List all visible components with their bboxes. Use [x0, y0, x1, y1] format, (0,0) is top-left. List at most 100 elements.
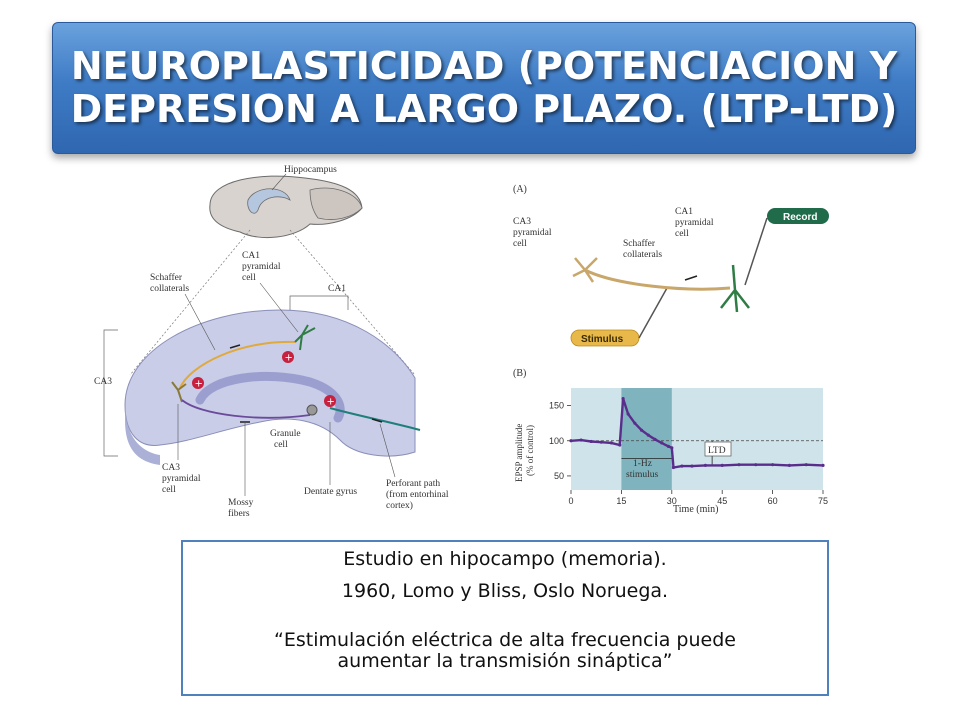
- chart-data-point: [680, 464, 684, 468]
- record-electrode: [744, 217, 768, 286]
- chart-xtick-label: 45: [717, 496, 727, 506]
- label-schaffer-2: collaterals: [150, 284, 189, 294]
- stim-label-2: stimulus: [626, 470, 659, 480]
- title-line-2: DEPRESION A LARGO PLAZO. (LTP-LTD): [70, 87, 898, 131]
- pointer-perforant: [379, 423, 396, 478]
- chart-data-point: [618, 443, 622, 447]
- content-text-box: Estudio en hipocampo (memoria). 1960, Lo…: [181, 540, 829, 696]
- chart-data-point: [804, 463, 808, 467]
- label-ca3-pyr-1: CA3: [162, 463, 180, 473]
- chart-ytick-label: 50: [554, 471, 564, 481]
- chart-data-point: [771, 463, 775, 467]
- plus-sign-2: +: [195, 379, 203, 390]
- chart-data-point: [621, 396, 625, 401]
- chart-data-point: [626, 412, 630, 416]
- brain-hippocampus: [247, 188, 291, 214]
- chart-data-point: [754, 463, 758, 467]
- label-ca1: CA1: [328, 284, 346, 294]
- chart-xtick-label: 30: [667, 496, 677, 506]
- chart-ylabel-2: (% of control): [525, 425, 535, 476]
- chart-data-point: [589, 439, 593, 444]
- stimulus-electrode: [638, 287, 668, 339]
- record-badge: [767, 208, 829, 224]
- label-ca1-pyr-3: cell: [242, 273, 256, 283]
- schaffer-arrow: [229, 344, 241, 349]
- panel-a-label: (A): [513, 184, 527, 195]
- label-schaffer-a-2: collaterals: [623, 250, 662, 260]
- pointer-schaffer: [184, 293, 216, 351]
- label-perforant-2: (from entorhinal: [386, 489, 449, 500]
- label-ca3-pyr-2: pyramidal: [162, 474, 201, 484]
- label-mossy-1: Mossy: [228, 498, 254, 508]
- label-perforant-3: cortex): [386, 500, 413, 511]
- chart-data-point: [639, 428, 644, 432]
- plus-sign-3: +: [327, 397, 335, 408]
- chart-xtick-label: 15: [616, 496, 626, 506]
- schaffer-collateral-path: [179, 340, 296, 389]
- label-perforant-1: Perforant path: [386, 478, 440, 489]
- label-schaffer-1: Schaffer: [150, 272, 183, 283]
- quote-text: “Estimulación eléctrica de alta frecuenc…: [274, 629, 736, 672]
- ca1-pyramidal-neuron: [294, 324, 316, 351]
- granule-cell: [306, 404, 318, 416]
- ca3-synapse-plus: [192, 377, 204, 389]
- chart-data-point: [646, 433, 650, 437]
- chart-data-point: [609, 441, 613, 445]
- chart-xtick-label: 75: [818, 496, 828, 506]
- label-ca1-3: cell: [675, 229, 689, 239]
- label-hippocampus: Hippocampus: [284, 165, 337, 175]
- chart-xtick-label: 0: [568, 496, 573, 506]
- chart-plot-area: [571, 388, 823, 490]
- chart-data-point: [569, 439, 573, 443]
- label-ca1-pyr-2: pyramidal: [242, 262, 281, 272]
- pointer-hippocampus: [271, 173, 287, 191]
- chart-data-point: [666, 444, 671, 448]
- title-line-1: NEUROPLASTICIDAD (POTENCIACION Y: [70, 44, 898, 89]
- chart-data-point: [787, 463, 791, 467]
- label-ca1-1: CA1: [675, 207, 693, 217]
- ltd-label-box: [704, 441, 732, 457]
- granule-synapse-plus: [324, 395, 336, 407]
- chart-ytick-label: 100: [549, 436, 564, 446]
- chart-stimulus-band: [621, 388, 672, 490]
- label-ca1-2: pyramidal: [675, 218, 714, 228]
- schaffer-axon: [584, 268, 731, 291]
- chart-data-point: [579, 438, 583, 442]
- text-line-2: 1960, Lomo y Bliss, Oslo Noruega.: [341, 580, 669, 602]
- pointer-ca1-pyr: [259, 282, 299, 333]
- chart-data-point: [737, 463, 741, 467]
- chart-data-point: [821, 463, 825, 467]
- hippocampal-slice: [124, 309, 416, 457]
- ltd-figure: (A) CA3 pyramidal cell CA1 pyramidal cel…: [511, 184, 829, 515]
- chart-data-point: [633, 421, 637, 425]
- axon-arrow: [684, 275, 698, 281]
- label-dentate: Dentate gyrus: [304, 487, 357, 497]
- chart-data-point: [653, 437, 657, 441]
- chart-ylabel-1: EPSP amplitude: [514, 424, 524, 482]
- label-granule-1: Granule: [270, 429, 301, 439]
- dentate-gyrus-band: [195, 371, 345, 423]
- ca3-bracket: [103, 329, 118, 457]
- ca3-pyramidal-neuron: [171, 381, 187, 403]
- chart-xlabel: Time (min): [673, 504, 718, 515]
- plus-sign-1: +: [285, 353, 293, 364]
- chart-data-point: [690, 464, 694, 468]
- panel-a-background: [511, 198, 825, 358]
- panel-b-label: (B): [513, 368, 526, 379]
- ca1-neuron: [720, 264, 750, 313]
- label-ca3: CA3: [94, 377, 112, 387]
- cerebellum: [309, 187, 363, 220]
- stim-label-1: 1-Hz: [633, 459, 652, 469]
- label-ca3-3: cell: [513, 239, 527, 249]
- label-ca1-pyr-1: CA1: [242, 251, 260, 261]
- chart-data-point: [703, 463, 707, 467]
- chart-data-point: [660, 441, 664, 445]
- projection-line-left: [129, 229, 251, 376]
- chart-ytick-label: 150: [549, 401, 564, 411]
- record-label: Record: [783, 212, 817, 223]
- perforant-arrow: [371, 418, 383, 423]
- chart-data-point: [671, 465, 676, 470]
- chart-data-point: [670, 446, 674, 450]
- hippocampus-diagram: Hippocampus CA1 CA3 + + + CA1 pyramidal …: [94, 165, 449, 519]
